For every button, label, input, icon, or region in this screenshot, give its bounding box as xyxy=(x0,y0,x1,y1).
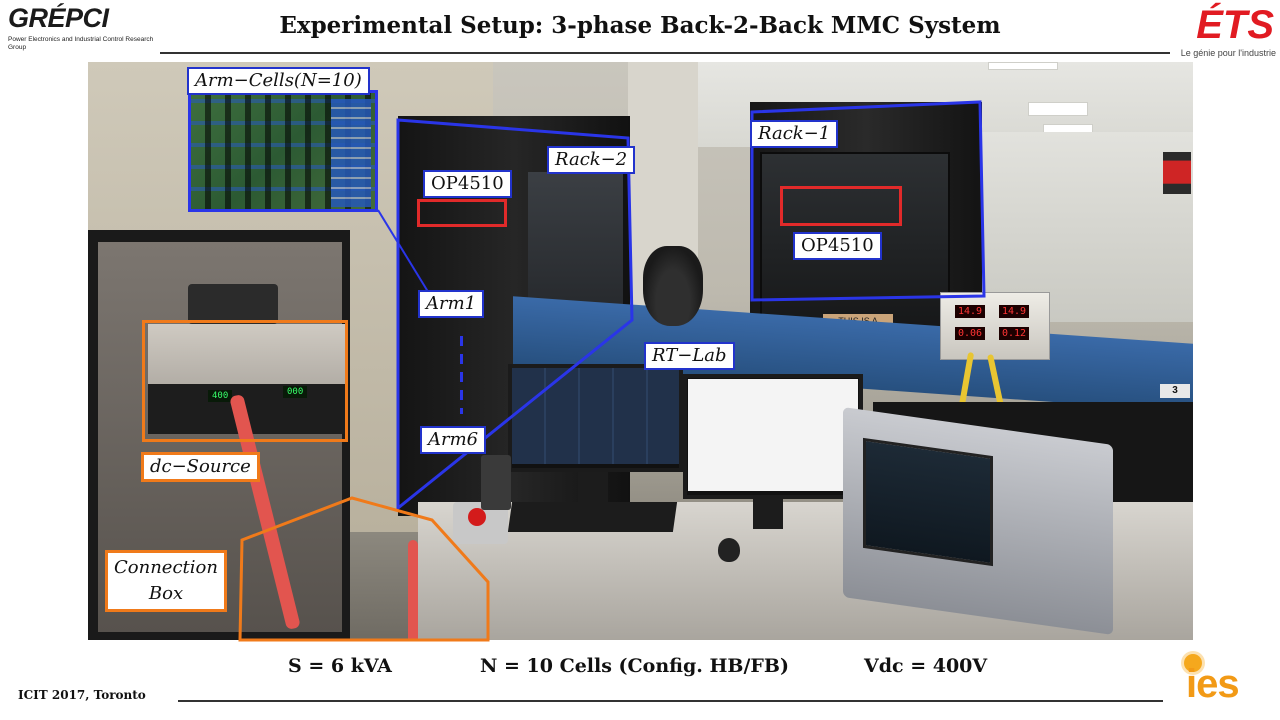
psu-display: 14.9 xyxy=(999,305,1030,318)
ceiling-light xyxy=(988,62,1058,70)
dc-source-voltage-display: 400 xyxy=(208,390,233,402)
handheld-controller xyxy=(188,284,278,324)
ets-logo-tagline: Le génie pour l'industrie xyxy=(1180,48,1276,58)
monitor-stand xyxy=(753,499,783,529)
title-divider xyxy=(160,52,1170,54)
connection-box-label: Connection Box xyxy=(105,550,227,612)
emergency-stop-button xyxy=(468,508,486,526)
psu-display: 14.9 xyxy=(955,305,986,318)
rt-lab-label: RT−Lab xyxy=(644,342,735,370)
rack-1-label: Rack−1 xyxy=(750,120,839,148)
desk-lamp xyxy=(643,246,703,326)
sun-icon xyxy=(1184,654,1202,672)
op4510-highlight-left xyxy=(417,199,507,227)
ets-logo: ÉTS Le génie pour l'industrie xyxy=(1176,2,1280,68)
op4510-label-right: OP4510 xyxy=(793,232,882,260)
power-rating: S = 6 kVA xyxy=(288,655,392,677)
ets-logo-name: ÉTS xyxy=(1196,3,1274,47)
bench-power-supply: 14.9 14.9 0.06 0.12 xyxy=(940,292,1050,360)
keyboard xyxy=(507,502,678,532)
ies-logo-name: ies xyxy=(1186,662,1240,706)
conference-label: ICIT 2017, Toronto xyxy=(18,688,146,702)
bench-number-tag: 3 xyxy=(1160,384,1190,398)
red-cable xyxy=(408,540,418,640)
capacitor-row xyxy=(331,99,371,207)
arm-cells-inset-photo xyxy=(188,90,378,212)
cell-count: N = 10 Cells (Config. HB/FB) xyxy=(480,655,789,677)
op4510-label-left: OP4510 xyxy=(423,170,512,198)
grepci-logo-subtitle: Power Electronics and Industrial Control… xyxy=(8,36,154,51)
arm6-label: Arm6 xyxy=(420,426,487,454)
slide-title: Experimental Setup: 3-phase Back-2-Back … xyxy=(279,12,1001,39)
rack-2-label: Rack−2 xyxy=(547,146,636,174)
monitor-stand xyxy=(578,472,608,504)
signal-tower-light xyxy=(1163,152,1191,194)
arm1-label: Arm1 xyxy=(418,290,485,318)
grepci-logo-name: GRÉPCI xyxy=(8,3,109,33)
multimeter xyxy=(481,455,511,510)
psu-display: 0.12 xyxy=(999,327,1030,340)
dc-source-label: dc−Source xyxy=(141,452,260,482)
footer-divider xyxy=(178,700,1163,702)
oscilloscope-screen xyxy=(863,437,993,567)
dc-source-current-display: 000 xyxy=(283,386,308,398)
dc-voltage: Vdc = 400V xyxy=(864,655,988,677)
rt-lab-monitor-screen xyxy=(512,368,679,464)
arm-range-dashes xyxy=(460,336,463,414)
plot-monitor-screen xyxy=(688,379,858,491)
dc-source-highlight xyxy=(142,320,348,442)
arm-cells-label: Arm−Cells(N=10) xyxy=(187,67,370,95)
ies-logo: ies xyxy=(1178,650,1276,714)
ceiling-light xyxy=(1028,102,1088,116)
op4510-highlight-right xyxy=(780,186,902,226)
grepci-logo: GRÉPCI Power Electronics and Industrial … xyxy=(8,4,158,60)
psu-display: 0.06 xyxy=(955,327,986,340)
mouse xyxy=(718,538,740,562)
